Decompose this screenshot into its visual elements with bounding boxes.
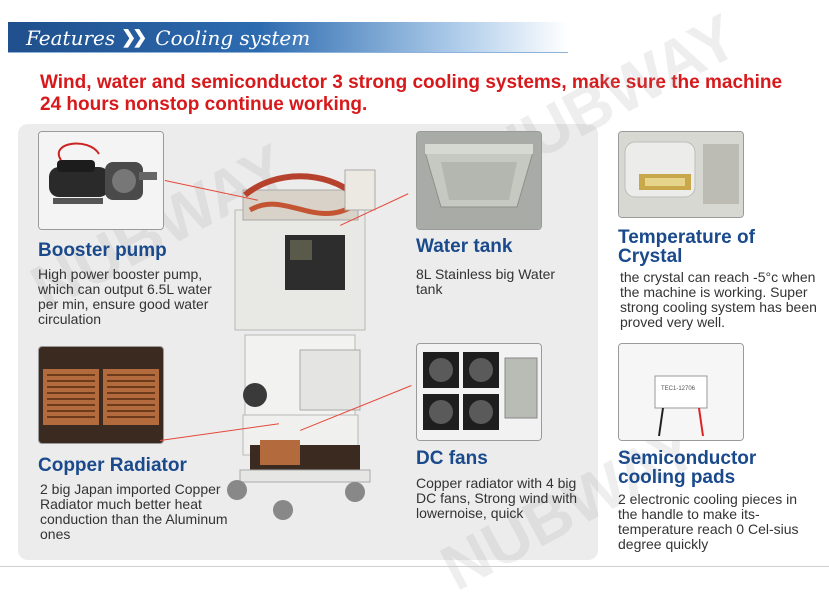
headline: Wind, water and semiconductor 3 strong c… (40, 72, 783, 115)
copper-radiator-title: Copper Radiator (38, 455, 187, 476)
copper-radiator-photo (38, 346, 164, 444)
water-tank-title: Water tank (416, 236, 513, 257)
crystal-text: the crystal can reach -5°c when the mach… (620, 269, 817, 330)
booster-pump-photo (38, 131, 164, 230)
features-label: Features (26, 26, 116, 50)
dc-fans-title: DC fans (416, 448, 488, 469)
semiconductor-pads-text: 2 electronic cooling pieces in the handl… (618, 491, 799, 552)
chip-label: TEC1-12706 (661, 386, 696, 392)
crystal-title: Temperature of Crystal (618, 227, 755, 267)
water-tank-text: 8L Stainless big Water tank (416, 266, 556, 297)
semiconductor-pads-photo: TEC1-12706 (618, 343, 744, 441)
water-tank-photo (416, 131, 542, 230)
section-header-bar (8, 22, 568, 53)
copper-radiator-text: 2 big Japan imported Copper Radiator muc… (40, 481, 228, 542)
booster-pump-text: High power booster pump, which can outpu… (38, 266, 212, 327)
semiconductor-pads-title: Semiconductor cooling pads (618, 448, 757, 488)
machine-illustration (215, 150, 395, 530)
bottom-divider (0, 566, 829, 567)
section-label: Cooling system (155, 26, 311, 50)
dc-fans-photo (416, 343, 542, 441)
crystal-photo (618, 131, 744, 218)
dc-fans-text: Copper radiator with 4 big DC fans, Stro… (416, 475, 578, 521)
double-chevron-icon: ❯❯ (121, 27, 147, 48)
booster-pump-title: Booster pump (38, 240, 167, 261)
section-header: Features ❯❯ Cooling system (26, 24, 310, 52)
